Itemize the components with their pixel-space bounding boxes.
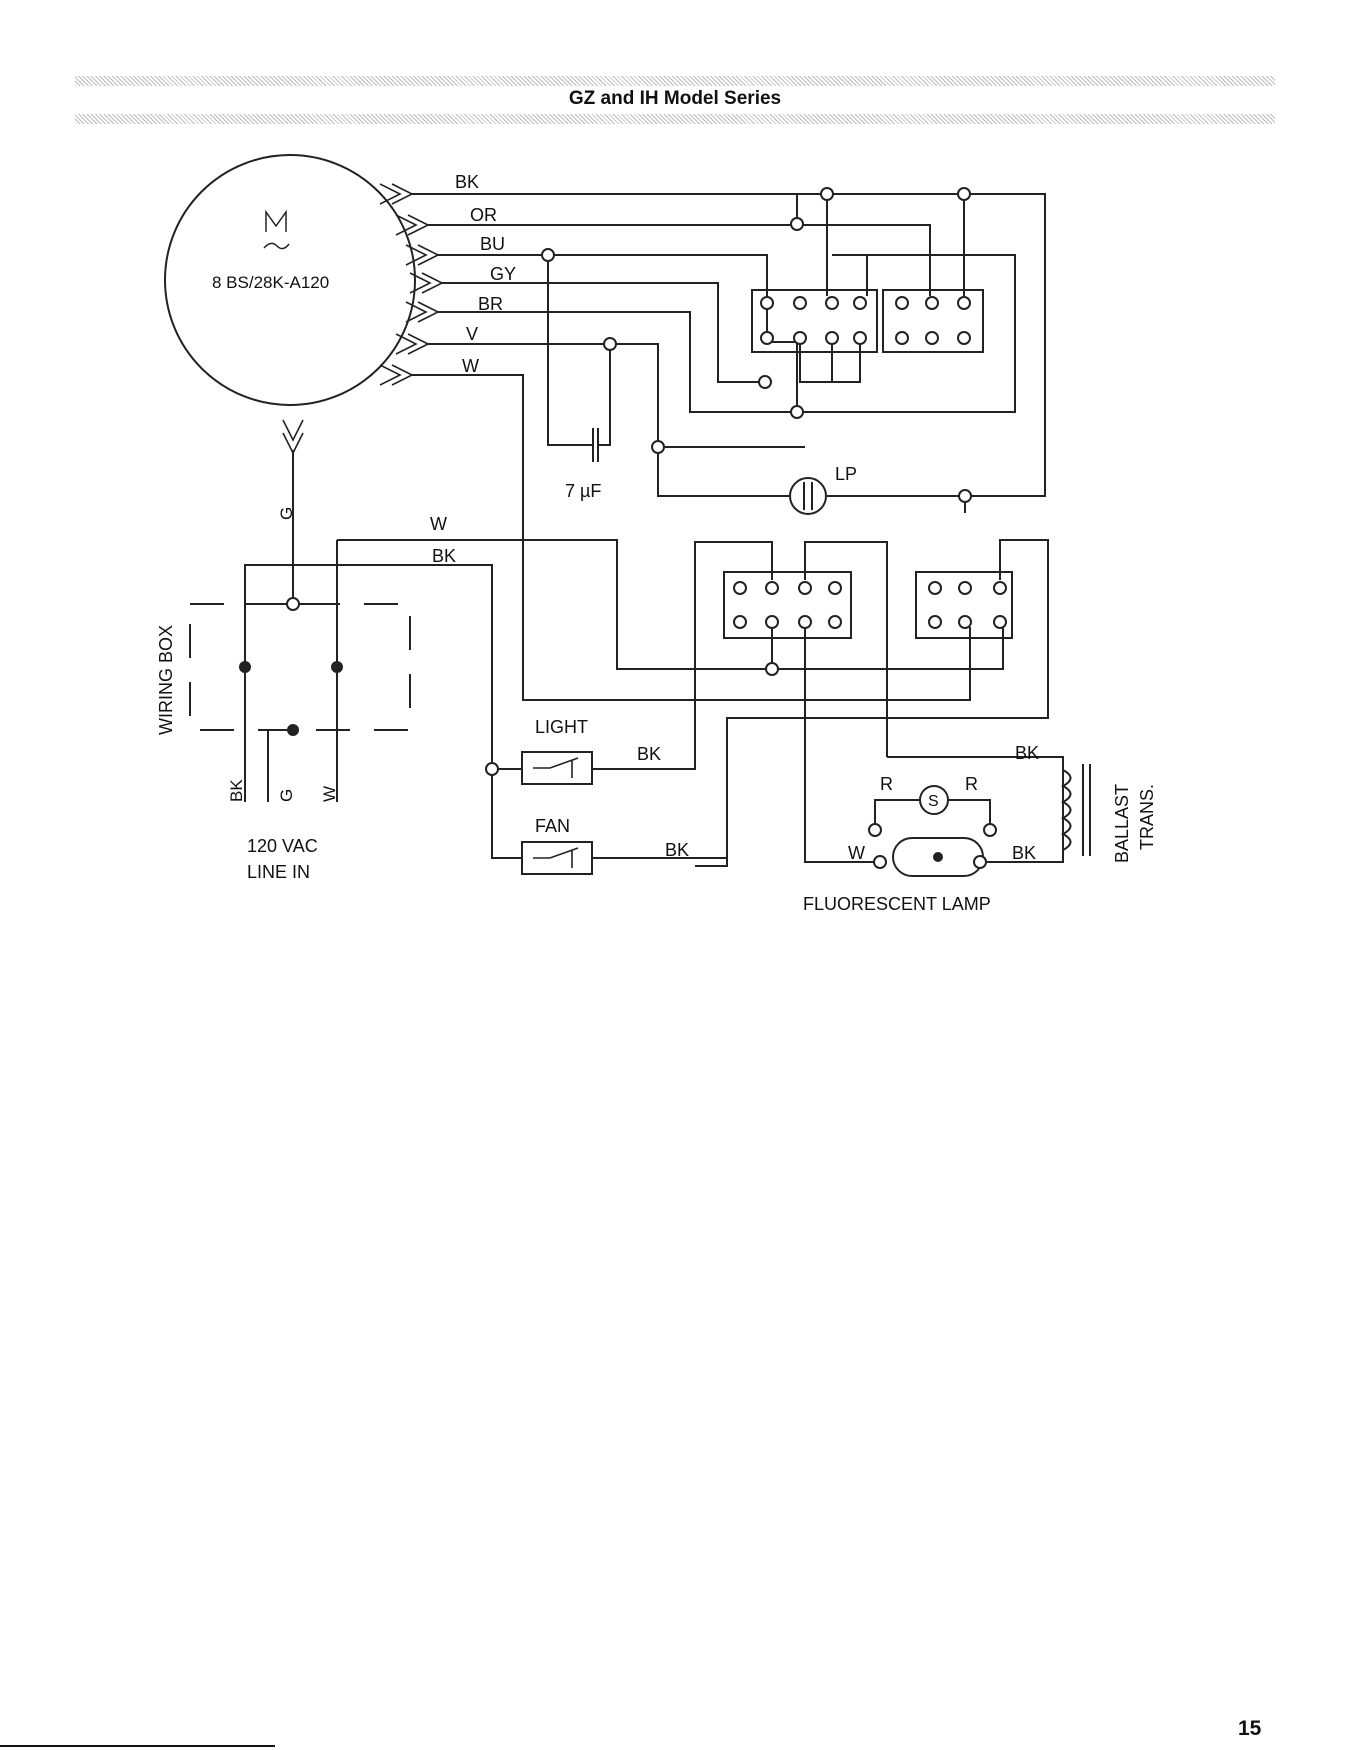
lead-label-gy: GY [490,264,516,284]
lamp-wire-right-label: BK [1012,843,1036,863]
fan-switch: FAN BK [492,718,727,874]
fan-switch-wire-label: BK [665,840,689,860]
connector-chevrons-icon [283,184,442,453]
ballast: BK BALLAST TRANS. [1015,743,1157,863]
motor-model-label: 8 BS/28K-A120 [212,273,329,292]
lead-label-or: OR [470,205,497,225]
lead-label-w: W [462,356,479,376]
lamp-wire-left-label: W [848,843,865,863]
lead-label-bu: BU [480,234,505,254]
lamp-lead-left-label: R [880,774,893,794]
ground-lead-label: G [277,507,296,520]
motor: 8 BS/28K-A120 [165,155,415,405]
lp-lamp-icon [790,478,826,514]
footer-rule [0,1745,275,1747]
lead-label-v: V [466,324,478,344]
ballast-trans-label: TRANS. [1137,784,1157,850]
wiring-box-wire-w-label: W [430,514,447,534]
capacitor: 7 µF [565,428,610,501]
ballast-label: BALLAST [1112,784,1132,863]
terminal-label-bk: BK [227,779,246,802]
fluorescent-lamp-label: FLUORESCENT LAMP [803,894,991,914]
light-switch-wire-label: BK [637,744,661,764]
motor-lead-labels: BK OR BU GY BR V W [455,172,516,376]
ballast-wire-label: BK [1015,743,1039,763]
lower-wiring [337,540,1063,866]
wiring-box-wire-bk-label: BK [432,546,456,566]
wiring-box-label: WIRING BOX [156,625,176,735]
line-in-voltage: 120 VAC [247,836,318,856]
light-switch-label: LIGHT [535,717,588,737]
fan-switch-label: FAN [535,816,570,836]
terminal-screws [734,297,1006,628]
terminal-label-g: G [277,789,296,802]
starter-label: S [928,793,939,810]
lp-lamp-label: LP [835,464,857,484]
motor-symbol-icon [264,212,289,249]
page-number: 15 [1238,1717,1261,1741]
light-switch: LIGHT BK [492,717,695,784]
lead-label-bk: BK [455,172,479,192]
fan-switch-icon [533,848,578,868]
ballast-coil-icon [1063,770,1071,850]
line-in-label: LINE IN [247,862,310,882]
light-switch-icon [533,758,578,778]
lamp-lead-right-label: R [965,774,978,794]
capacitor-label: 7 µF [565,481,601,501]
terminal-label-w: W [320,786,339,802]
fluorescent-lamp: S R R W BK FLUORESCENT LAMP [803,774,1036,914]
wiring-box: WIRING BOX G W BK BK G W 120 VAC LINE IN [156,450,492,882]
lp-lamp: LP [658,447,965,514]
